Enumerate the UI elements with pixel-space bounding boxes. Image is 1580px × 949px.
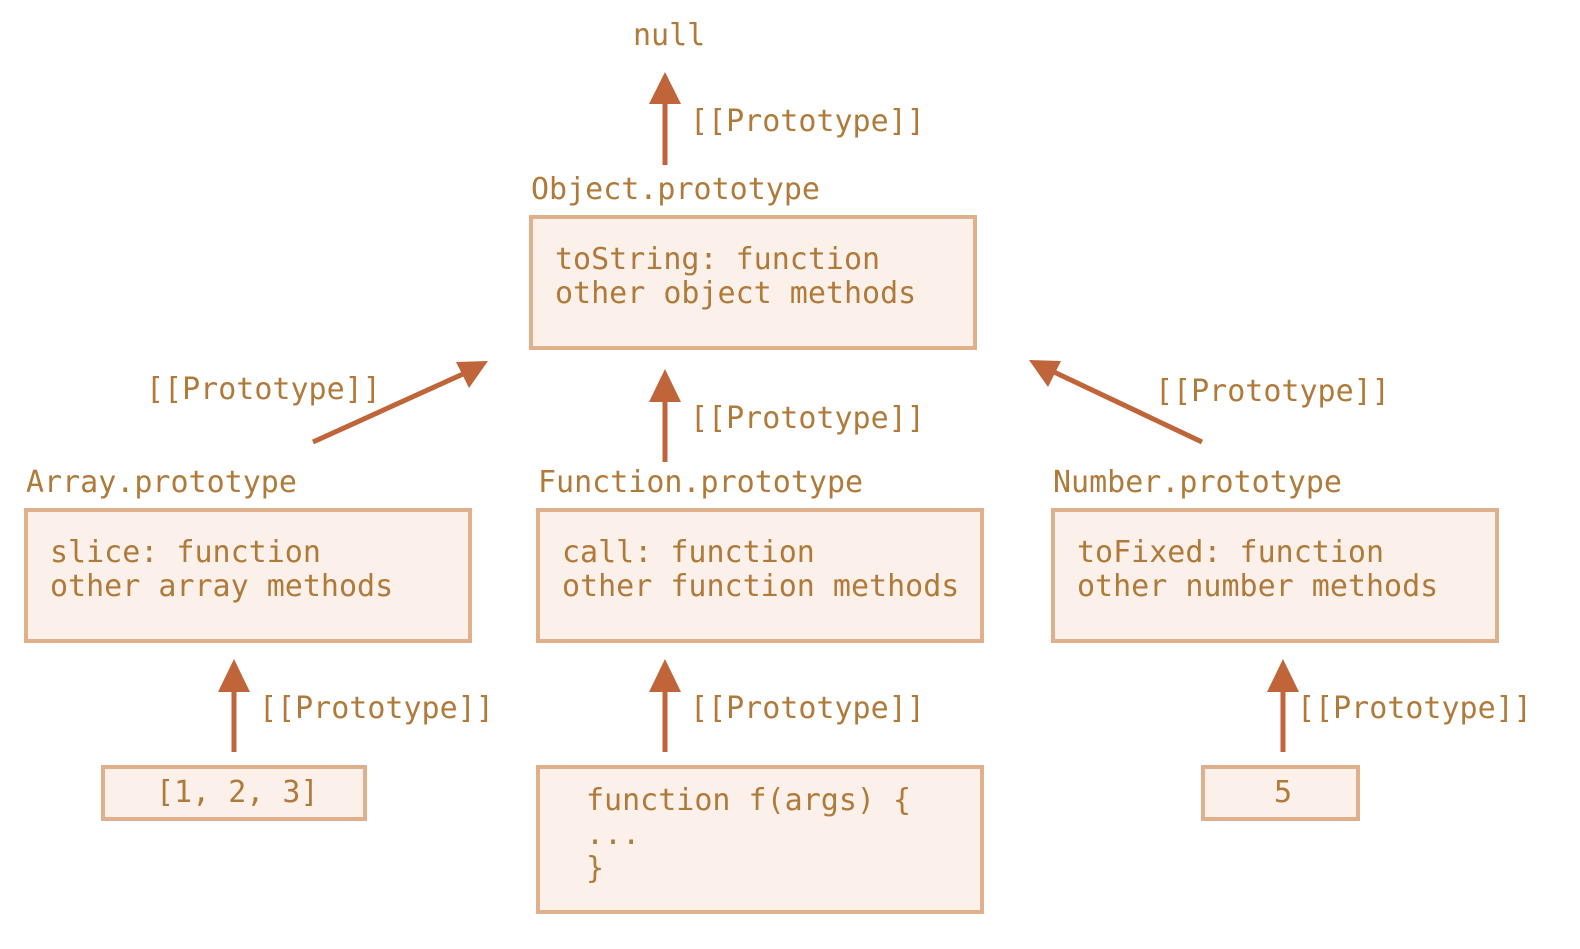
function-prototype-title: Function.prototype [538,465,863,500]
array-instance-box [101,765,367,821]
array-prototype-box [24,508,472,643]
array-prototype-line-1: slice: function [50,535,321,570]
arrow-number-instance-to-number-prototype [1267,659,1299,752]
function-instance-line-2: ... [586,817,640,852]
number-prototype-line-1: toFixed: function [1077,535,1384,570]
object-prototype-title: Object.prototype [531,172,820,207]
function-prototype-line-2: other function methods [562,569,959,604]
function-instance-line-1: function f(args) { [586,783,911,818]
function-prototype-box [536,508,984,643]
arrow-array-to-object [311,361,488,445]
number-instance-box [1201,765,1360,821]
array-prototype-line-2: other array methods [50,569,393,604]
arrow-array-instance-to-array-prototype [218,659,250,752]
number-prototype-box [1051,508,1499,643]
arrow-object-to-null [649,72,681,165]
null-label: null [633,18,705,53]
function-instance-box [536,765,984,914]
array-instance-value: [1, 2, 3] [156,775,319,810]
function-prototype-line-1: call: function [562,535,815,570]
array-prototype-title: Array.prototype [26,465,297,500]
object-prototype-box [529,215,977,350]
link-label-array-instance: [[Prototype]] [259,691,494,726]
object-prototype-line-2: other object methods [555,276,916,311]
link-label-number-object: [[Prototype]] [1155,374,1390,409]
link-label-function-instance: [[Prototype]] [690,691,925,726]
arrow-function-instance-to-function-prototype [649,659,681,752]
link-label-array-object: [[Prototype]] [146,372,381,407]
link-label-object-null: [[Prototype]] [690,104,925,139]
number-prototype-line-2: other number methods [1077,569,1438,604]
object-prototype-line-1: toString: function [555,242,880,277]
arrow-function-to-object [649,369,681,462]
number-prototype-title: Number.prototype [1053,465,1342,500]
function-instance-line-3: } [586,851,604,886]
link-label-number-instance: [[Prototype]] [1297,691,1532,726]
arrow-number-to-object [1029,360,1204,445]
number-instance-value: 5 [1274,775,1292,810]
link-label-function-object: [[Prototype]] [690,401,925,436]
